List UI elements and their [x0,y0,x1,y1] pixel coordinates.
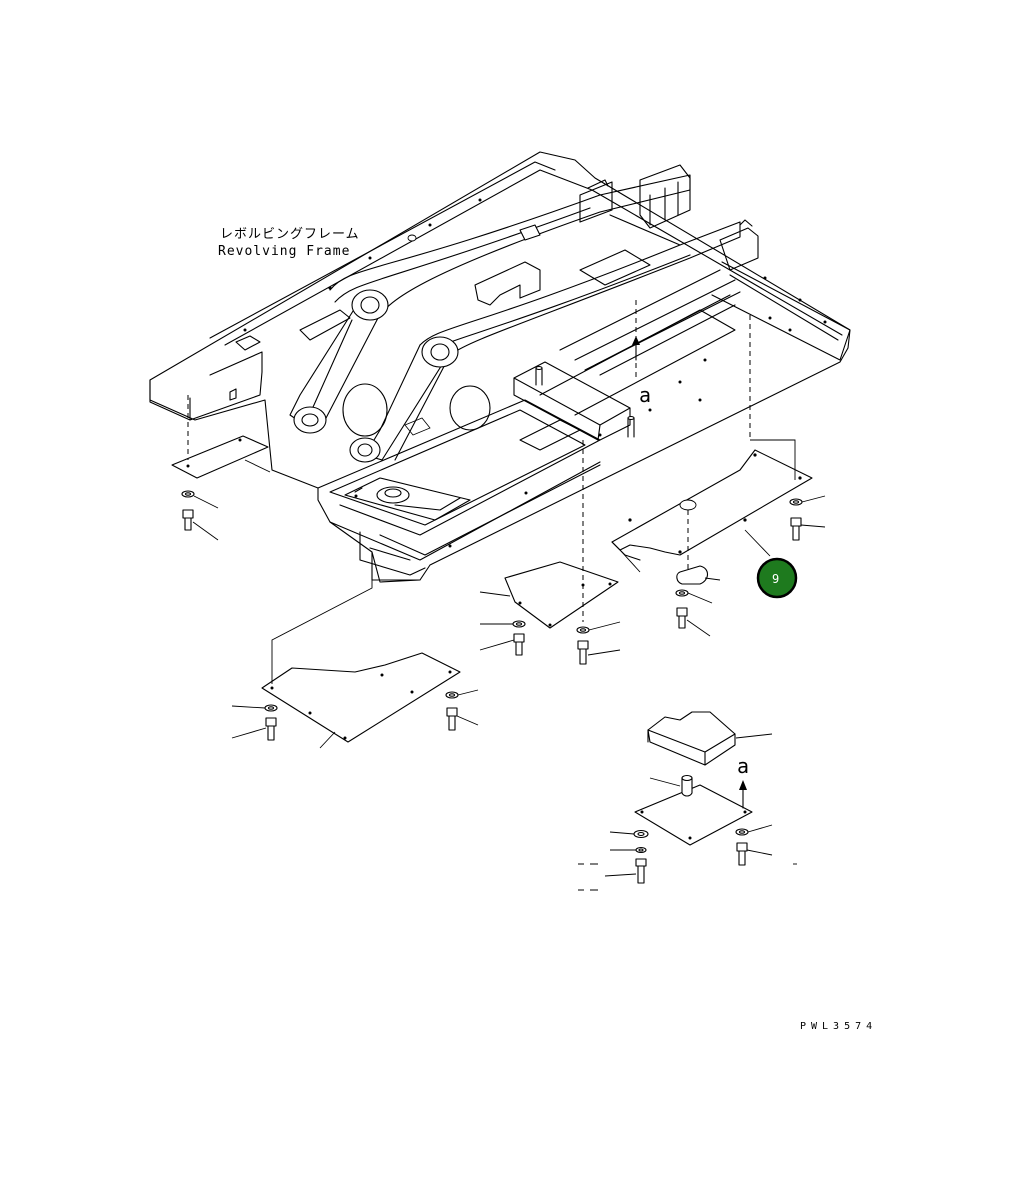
undercover-right [611,315,826,637]
reference-mark-lower-label: a [737,754,749,778]
revolving-frame [149,151,851,583]
undercover-center [479,440,621,665]
title-japanese: レボルビングフレーム [220,227,360,242]
undercover-left-large [231,555,479,749]
title-english: Revolving Frame [218,244,350,259]
undercover-left-small [171,395,271,541]
callout-9[interactable]: 9 [756,557,798,599]
reference-mark-upper-label: a [639,383,651,407]
detail-a: a [578,711,797,891]
reference-mark-upper: a [632,300,651,407]
callout-9-label: 9 [772,572,779,586]
drawing-code: PWL3574 [800,1021,877,1032]
callout-9-circle[interactable] [756,557,798,599]
